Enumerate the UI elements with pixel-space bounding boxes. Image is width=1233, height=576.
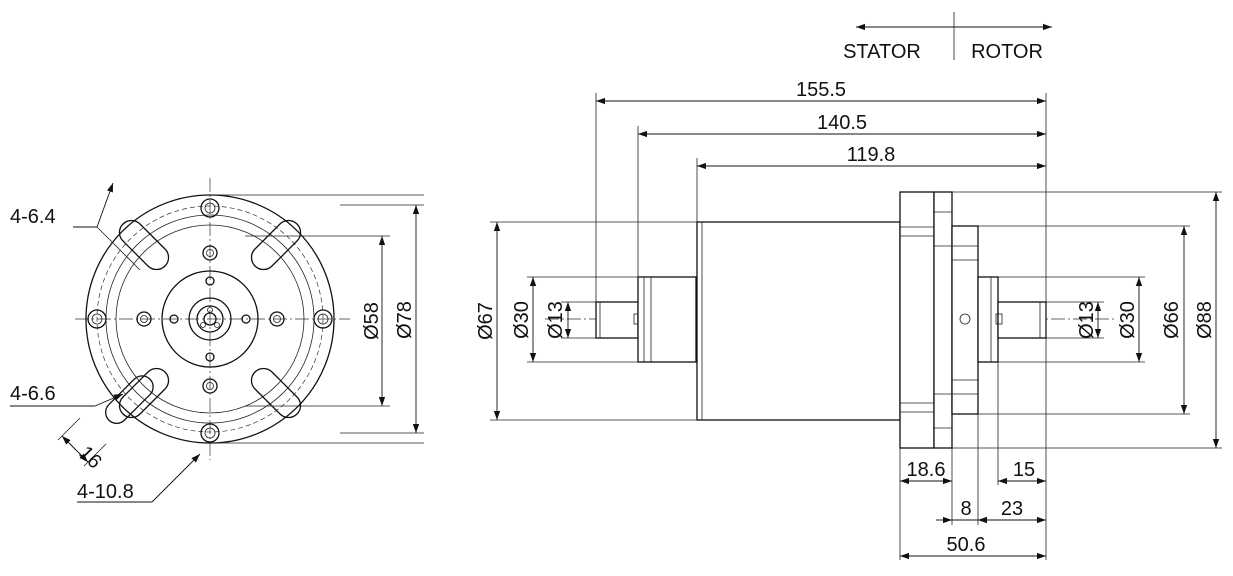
rotor-flange — [951, 225, 979, 415]
rotor-len-label: 23 — [1001, 498, 1023, 520]
bolt-holes — [87, 198, 333, 443]
side-view: 155.5 140.5 119.8 Ø67 Ø30 Ø13 Ø13 Ø30 Ø6… — [475, 79, 1222, 560]
front-view: 4-6.4 4-6.6 16 4-10.8 Ø58 Ø78 — [10, 178, 424, 503]
hub-outer — [161, 270, 259, 368]
stator-label: STATOR — [843, 41, 921, 63]
right-shaft — [997, 301, 1047, 339]
flange-width-label: 18.6 — [907, 459, 946, 481]
stator-rotor-indicator: STATOR ROTOR — [843, 12, 1052, 63]
stator-flange — [899, 191, 935, 449]
connector-ring — [196, 305, 224, 333]
body-length-label: 119.8 — [847, 144, 896, 166]
total-length-label: 155.5 — [796, 79, 846, 101]
length-mid-label: 140.5 — [817, 112, 867, 134]
right-collar — [977, 276, 999, 363]
right-shaft-dia-label: Ø30 — [1117, 301, 1139, 339]
left-shaft-dia-label: Ø30 — [511, 301, 533, 339]
hub-mid — [188, 297, 232, 341]
rotor-label: ROTOR — [971, 41, 1043, 63]
shaft-stub-label: 15 — [1013, 459, 1035, 481]
main-body — [696, 221, 901, 421]
flange-outer-dia-label: Ø88 — [1194, 301, 1216, 339]
hole-outer-label: 4-6.4 — [10, 206, 56, 228]
flange-total-label: 50.6 — [947, 534, 986, 556]
left-bore-label: Ø13 — [545, 301, 567, 339]
right-bore-label: Ø13 — [1076, 301, 1098, 339]
gap-label: 8 — [960, 498, 971, 520]
slot-width-label: 16 — [74, 442, 105, 473]
hole-inner-label: 4-6.6 — [10, 383, 56, 405]
left-shaft — [595, 301, 639, 339]
left-collar — [637, 276, 697, 363]
bolt-circle-label: Ø58 — [361, 302, 383, 340]
outer-diameter-label: Ø78 — [394, 301, 416, 339]
mount-slots — [105, 219, 302, 424]
flange-inner-dia-label: Ø66 — [1161, 301, 1183, 339]
body-dia-label: Ø67 — [475, 302, 497, 340]
cbore-label: 4-10.8 — [77, 481, 134, 503]
